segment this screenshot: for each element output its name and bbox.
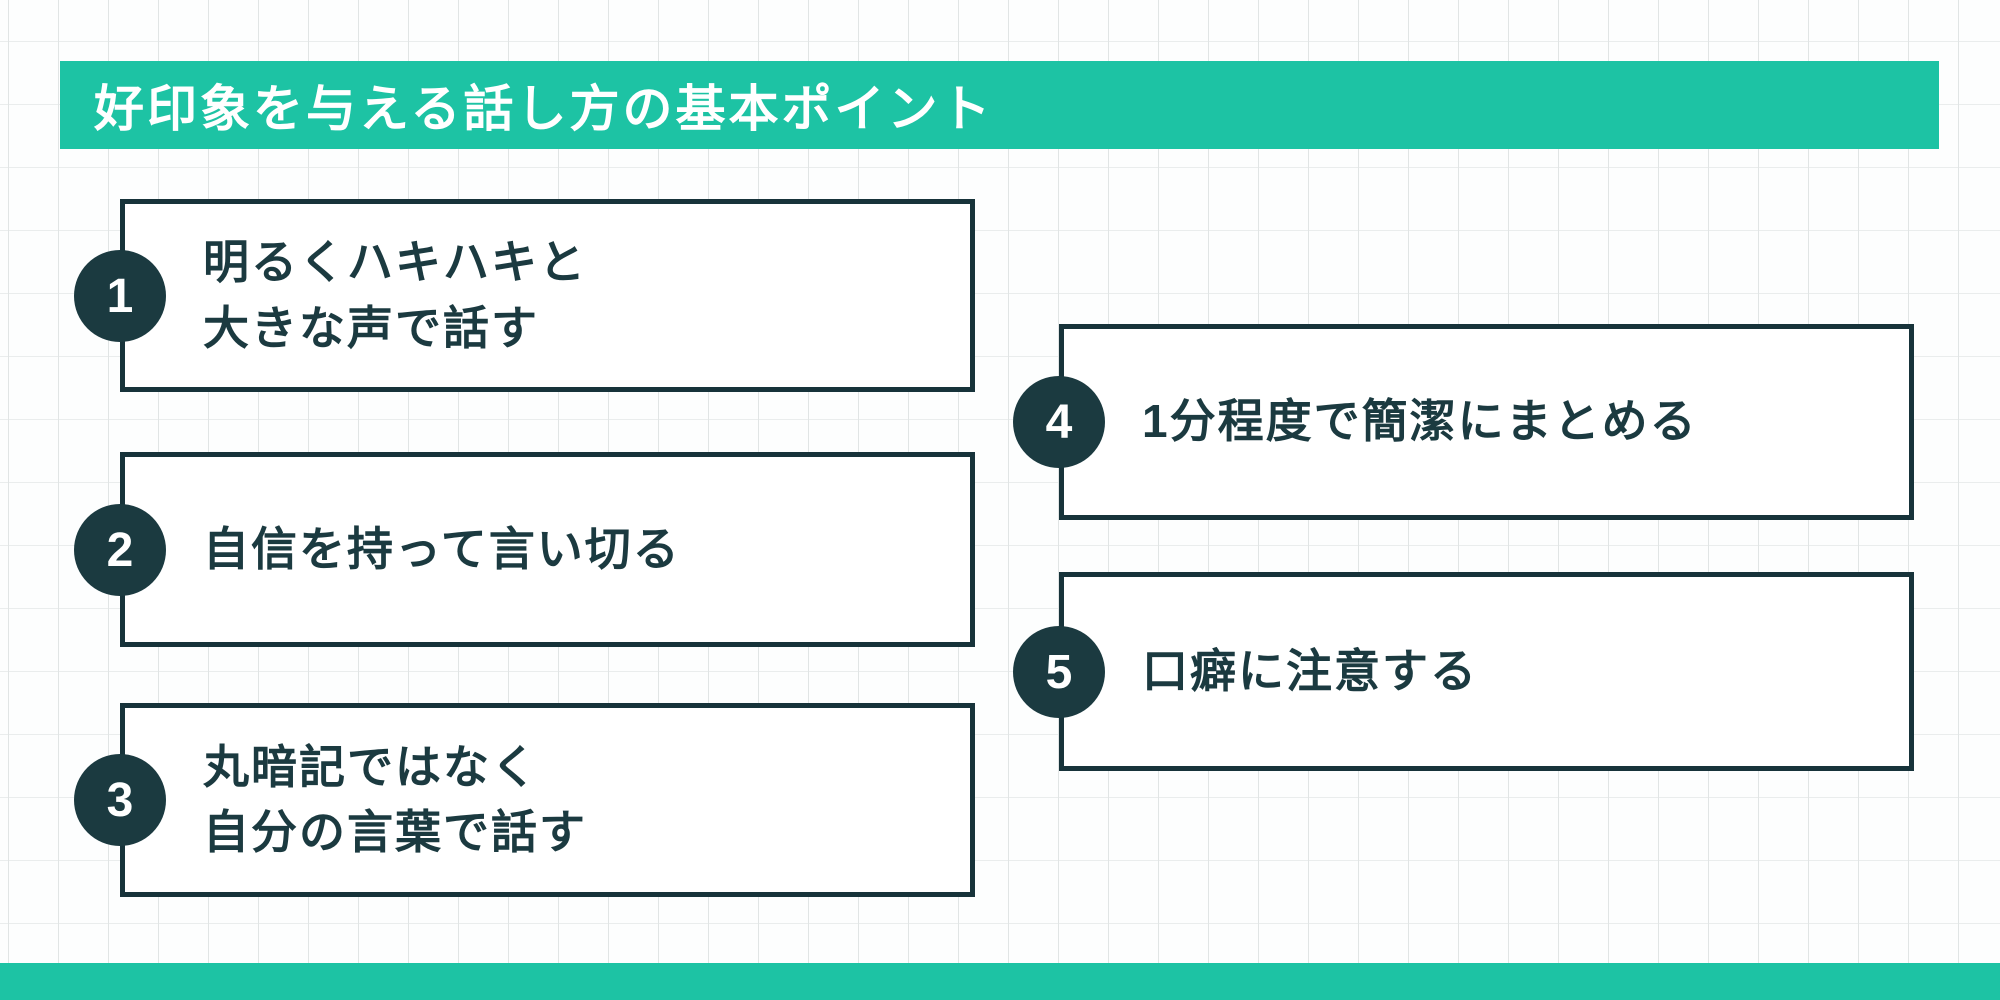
point-box-5: 口癖に注意する — [1059, 572, 1914, 771]
point-5-text: 口癖に注意する — [1142, 644, 1478, 697]
title-banner: 好印象を与える話し方の基本ポイント — [60, 61, 1939, 149]
footer-accent-bar — [0, 963, 2000, 1000]
point-3-text: 丸暗記ではなく 自分の言葉で話す — [203, 740, 587, 858]
point-box-3: 丸暗記ではなく 自分の言葉で話す — [120, 703, 975, 897]
point-4-number-badge: 4 — [1013, 376, 1105, 468]
point-1-number-badge: 1 — [74, 250, 166, 342]
page-title: 好印象を与える話し方の基本ポイント — [94, 81, 994, 137]
point-3-number-badge: 3 — [74, 754, 166, 846]
point-1-text: 明るくハキハキと 大きな声で話す — [203, 236, 587, 354]
point-2-text: 自信を持って言い切る — [203, 522, 681, 575]
point-box-2: 自信を持って言い切る — [120, 452, 975, 647]
point-box-1: 明るくハキハキと 大きな声で話す — [120, 199, 975, 392]
point-2-number-badge: 2 — [74, 504, 166, 596]
point-4-text: 1分程度で簡潔にまとめる — [1142, 395, 1698, 448]
point-box-4: 1分程度で簡潔にまとめる — [1059, 324, 1914, 520]
point-5-number-badge: 5 — [1013, 626, 1105, 718]
